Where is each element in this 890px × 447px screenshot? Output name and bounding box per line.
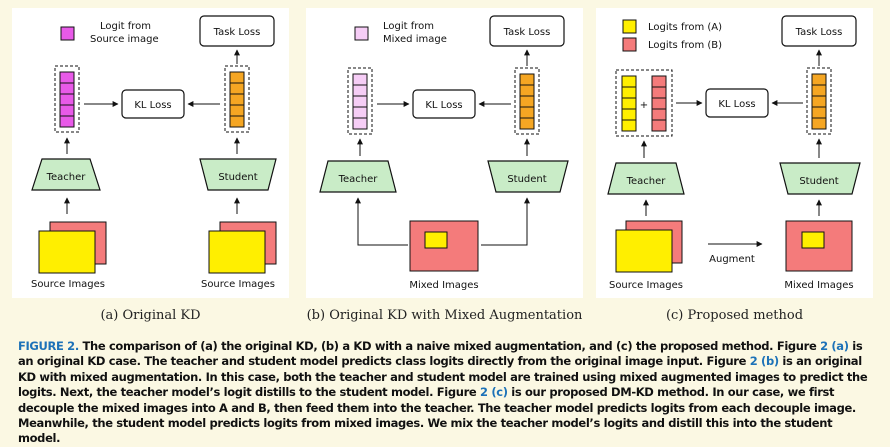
legend-text: Source image: [90, 34, 159, 45]
kl-loss-box: [121, 89, 185, 119]
teacher-logits: [352, 73, 368, 130]
mixed-images-label: Mixed Images: [409, 280, 478, 291]
caption-text: The comparison of (a) the original KD, (…: [78, 339, 821, 353]
student-model: [487, 160, 569, 193]
source-images-label: Source Images: [609, 280, 683, 291]
caption-text: is an original KD case. The teacher and …: [18, 339, 863, 369]
teacher-model: [319, 160, 397, 193]
mixed-images-label: Mixed Images: [784, 280, 853, 291]
source-images-label: Source Images: [201, 279, 275, 290]
mixed-image: [409, 220, 479, 272]
plus-sign: +: [640, 100, 648, 111]
subcaption-a: (a) Original KD: [100, 308, 201, 323]
panel-mixed-augmentation-kd: Logit from Mixed image Task Loss KL Loss: [306, 8, 583, 298]
task-loss-box: [781, 15, 857, 47]
kl-loss-label: KL Loss: [425, 100, 462, 111]
figure-caption: FIGURE 2. The comparison of (a) the orig…: [18, 339, 874, 447]
teacher-logits: [59, 71, 75, 128]
task-loss-label: Task Loss: [503, 27, 551, 38]
figure-label: FIGURE 2.: [18, 339, 79, 353]
source-images-left: [38, 221, 107, 274]
caption-text: is our proposed DM-KD method. In our cas…: [18, 385, 856, 446]
teacher-logits-b: [651, 75, 667, 132]
legend-text-b: Logits from (B): [648, 40, 722, 51]
student-logits: [811, 73, 827, 130]
student-label: Student: [799, 176, 838, 187]
legend-light-magenta-swatch: [354, 26, 369, 41]
augment-label: Augment: [709, 254, 755, 265]
figure-ref-link[interactable]: 2 (c): [480, 385, 508, 400]
teacher-model: [607, 162, 685, 195]
teacher-model: [31, 158, 101, 191]
caption-text: is an original KD with mixed augmentatio…: [18, 354, 868, 400]
task-loss-box: [199, 15, 275, 47]
mixed-image: [785, 220, 853, 272]
legend-text: Logit from: [100, 21, 151, 32]
kl-loss-label: KL Loss: [718, 99, 755, 110]
student-logits: [229, 71, 245, 128]
student-logits: [519, 73, 535, 130]
kl-loss-label: KL Loss: [134, 100, 171, 111]
legend-text: Logit from: [383, 21, 434, 32]
task-loss-label: Task Loss: [213, 27, 261, 38]
panel-proposed-method: Logits from (A) Logits from (B) Task Los…: [596, 8, 873, 298]
teacher-logits-a: [621, 75, 637, 132]
student-model: [199, 158, 277, 191]
student-label: Student: [507, 174, 546, 185]
legend-text-a: Logits from (A): [648, 22, 722, 33]
source-images-label: Source Images: [31, 279, 105, 290]
student-label: Student: [218, 172, 257, 183]
kl-loss-box: [705, 88, 769, 118]
subcaption-c: (c) Proposed method: [665, 308, 804, 323]
panel-original-kd: Logit from Source image Task Loss KL Los…: [12, 8, 289, 298]
subcaption-b: (b) Original KD with Mixed Augmentation: [306, 308, 583, 323]
teacher-label: Teacher: [626, 176, 667, 187]
task-loss-box: [489, 15, 565, 47]
student-model: [779, 162, 861, 195]
source-images: [615, 220, 683, 273]
legend-pink-swatch: [622, 37, 637, 52]
figure-ref-link[interactable]: 2 (a): [820, 339, 849, 353]
task-loss-label: Task Loss: [795, 27, 843, 38]
teacher-label: Teacher: [46, 172, 87, 183]
legend-magenta-swatch: [60, 26, 75, 41]
source-images-right: [208, 221, 277, 274]
teacher-label: Teacher: [338, 174, 379, 185]
figure-ref-link[interactable]: 2 (b): [749, 354, 779, 369]
legend-yellow-swatch: [622, 19, 637, 34]
legend-text: Mixed image: [383, 34, 447, 45]
kl-loss-box: [412, 89, 476, 119]
